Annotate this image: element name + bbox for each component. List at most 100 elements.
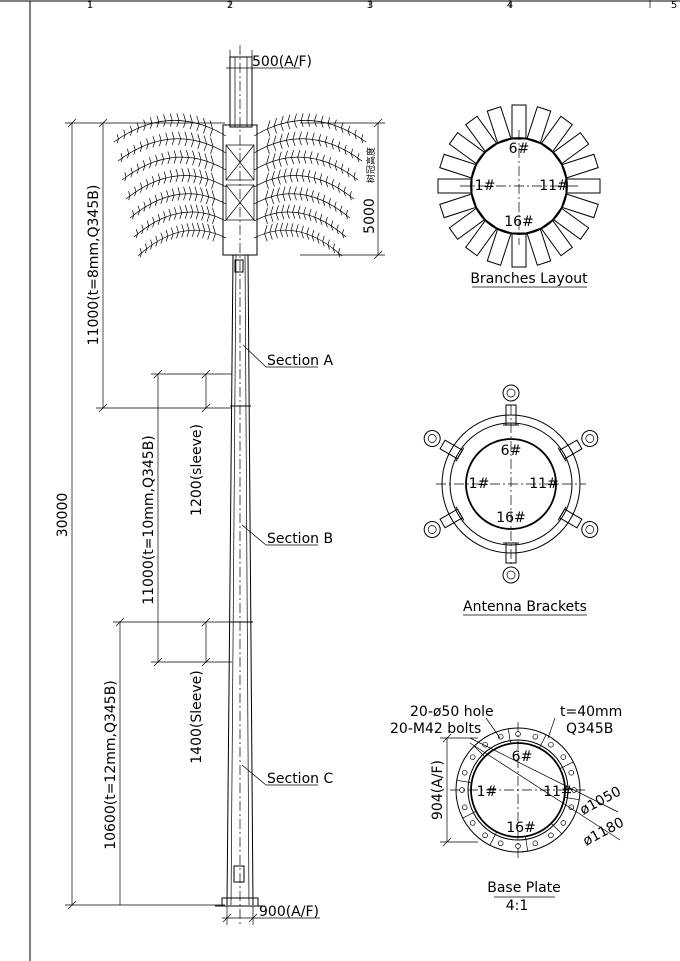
section-leaders: [241, 344, 318, 786]
frond-leaflet: [295, 168, 299, 176]
frond-leaflet: [169, 113, 173, 121]
frond-leaflet: [344, 144, 347, 151]
frond-leaflet: [149, 203, 152, 209]
frond-leaflet: [286, 204, 290, 213]
frond-leaflet: [175, 168, 179, 176]
frond-leaflet: [176, 120, 180, 128]
branch-stub: [552, 207, 590, 240]
frond-leaflet: [206, 206, 210, 215]
frond-leaflet: [197, 141, 201, 150]
frond-leaflet: [280, 115, 284, 125]
frond-leaflet: [341, 122, 344, 129]
base-plate-scale: 4:1: [506, 898, 529, 914]
frond-leaflet: [190, 204, 194, 213]
frond-leaflet: [154, 200, 158, 207]
branches-mark-left: 1#: [475, 178, 496, 194]
branch-stub: [465, 219, 498, 257]
frond-leaflet: [158, 134, 162, 141]
grid-label: 5: [671, 0, 677, 11]
frond-leaflet: [327, 117, 331, 124]
frond-leaflet: [327, 244, 330, 250]
frond-leaflet: [271, 170, 275, 180]
frond-leaflet: [142, 165, 146, 171]
frond-leaflet: [282, 186, 286, 195]
frond-leaflet: [163, 177, 167, 184]
frond-leaflet: [330, 225, 334, 231]
frond-leaflet: [163, 120, 166, 127]
frond-leaflet: [270, 188, 275, 197]
frond-leaflet: [299, 194, 303, 201]
branches-mark-right: 11#: [539, 178, 569, 194]
frond-leaflet: [203, 143, 207, 152]
branch-stub: [486, 227, 512, 266]
bolt-hole: [497, 733, 504, 740]
section-b-label: Section B: [267, 531, 333, 547]
frond-leaflet: [350, 153, 354, 159]
frond-leaflet: [293, 120, 297, 128]
frond-leaflet: [354, 134, 357, 140]
frond-leaflet: [265, 181, 269, 189]
palm-frond: [137, 229, 227, 257]
frond-leaflet: [361, 138, 364, 144]
frond-leaflet: [269, 231, 273, 240]
palm-frond: [253, 120, 367, 143]
frond-leaflet: [334, 160, 338, 166]
frond-leaflet: [325, 216, 328, 223]
frond-leaflet: [209, 120, 213, 130]
frond-leaflet: [319, 213, 323, 220]
frond-leaflet: [169, 120, 173, 127]
stiffener: [456, 779, 472, 783]
frond-leaflet: [289, 175, 293, 183]
frond-leaflet: [301, 225, 304, 233]
frond-leaflet: [300, 120, 304, 128]
frond-leaflet: [311, 132, 315, 140]
bracket-clamp-inner: [506, 388, 516, 398]
frond-leaflet: [209, 128, 213, 137]
frond-leaflet: [204, 153, 208, 162]
frond-leaflet: [280, 123, 284, 132]
frond-leaflet: [190, 132, 194, 141]
grid-label: 3: [367, 0, 373, 11]
frond-leaflet: [157, 213, 161, 220]
frond-leaflet: [178, 138, 181, 146]
frond-leaflet: [196, 115, 200, 125]
bracket-plate: [455, 506, 465, 521]
frond-leaflet: [130, 172, 133, 178]
frond-leaflet: [155, 154, 158, 161]
frond-leaflet: [116, 138, 119, 144]
frond-leaflet: [280, 222, 284, 231]
antenna-mark-right: 11#: [529, 476, 559, 492]
stiffener: [559, 761, 574, 770]
frond-leaflet: [152, 142, 156, 148]
frond-leaflet: [212, 207, 216, 217]
frond-leaflet: [264, 225, 268, 234]
frond-leaflet: [199, 169, 203, 178]
frond-leaflet: [136, 127, 139, 134]
frond-leaflet: [278, 151, 282, 160]
frond-leaflet: [283, 176, 287, 184]
bracket-clamp: [502, 566, 520, 584]
branch-stub: [511, 104, 527, 140]
frond-leaflet: [166, 196, 169, 203]
frond-leaflet: [143, 125, 146, 131]
frond-leaflet: [345, 214, 348, 220]
frond-leaflet: [357, 157, 360, 163]
frond-leaflet: [289, 168, 293, 176]
frond-leaflet: [307, 120, 311, 127]
frond-leaflet: [275, 213, 279, 221]
frond-leaflet: [316, 159, 319, 165]
stiffener: [462, 810, 477, 819]
base-mark-right: 11#: [543, 784, 573, 800]
section-b-length-dim: 11000(t=10mm,Q345B): [141, 435, 157, 605]
bolt-hole: [560, 820, 567, 826]
frond-leaflet: [169, 176, 173, 183]
frond-leaflet: [202, 230, 206, 239]
frond-leaflet: [210, 155, 214, 164]
frond-leaflet: [267, 128, 271, 137]
frond-leaflet: [285, 222, 289, 231]
frond-leaflet: [144, 243, 148, 249]
sleeve-1-dim: 1200(sleeve): [189, 424, 205, 516]
frond-leaflet: [181, 224, 185, 232]
frond-leaflet: [334, 125, 337, 131]
